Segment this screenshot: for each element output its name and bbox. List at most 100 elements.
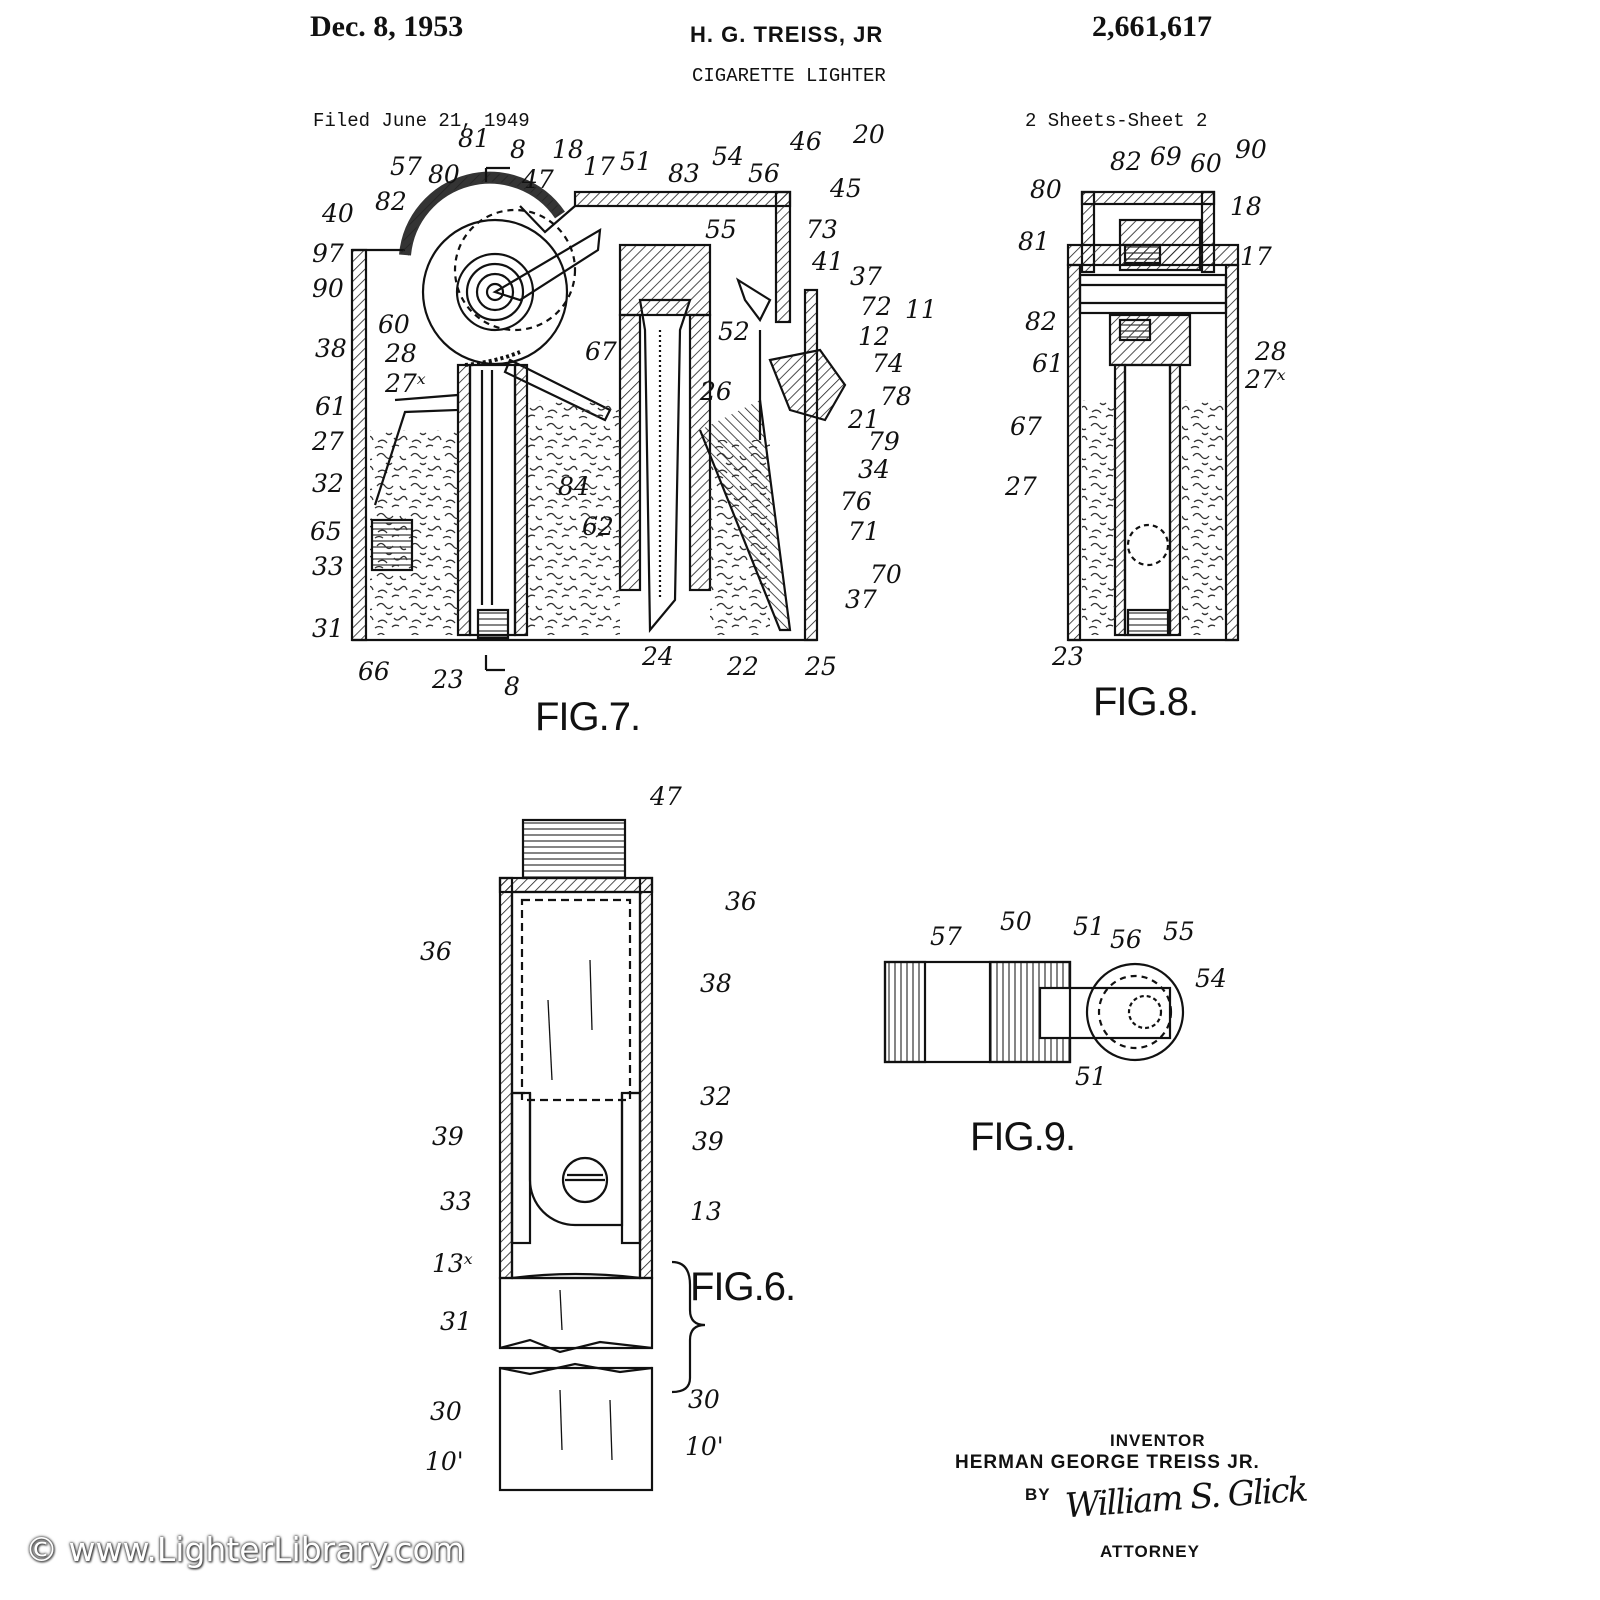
attorney-label: ATTORNEY — [1100, 1542, 1200, 1561]
ref-numeral: 28 — [384, 339, 417, 368]
ref-numeral: 30 — [688, 1385, 720, 1414]
ref-numeral: 67 — [1010, 412, 1042, 441]
ref-numeral: 71 — [848, 517, 880, 546]
ref-numeral: 56 — [748, 159, 780, 188]
ref-numeral: 56 — [1110, 925, 1142, 954]
ref-numeral: 51 — [1075, 1062, 1107, 1091]
ref-numeral: 52 — [718, 317, 750, 346]
ref-numeral: 79 — [868, 427, 900, 456]
ref-numeral: 62 — [582, 512, 614, 541]
ref-numeral: 22 — [726, 652, 759, 681]
ref-numeral: 47 — [649, 782, 682, 811]
ref-numeral: 46 — [789, 127, 822, 156]
fig7-reference-numerals: 57 81 8 18 17 51 83 54 46 20 80 47 56 45… — [310, 120, 937, 701]
ref-numeral: 32 — [312, 469, 344, 498]
ref-numeral: 54 — [1195, 964, 1227, 993]
ref-numeral: 61 — [315, 392, 347, 421]
copyright-watermark: © www.LighterLibrary.com — [25, 1530, 465, 1569]
ref-numeral: 67 — [585, 337, 617, 366]
ref-numeral: 72 — [860, 292, 892, 321]
ref-numeral: 12 — [858, 322, 890, 351]
inventor-name: HERMAN GEORGE TREISS JR. — [955, 1452, 1260, 1473]
fig7-label: FIG.7. — [535, 695, 641, 739]
ref-numeral: 36 — [420, 937, 452, 966]
ref-numeral: 57 — [930, 922, 962, 951]
sheet-count: 2 Sheets-Sheet 2 — [1025, 110, 1208, 132]
filed-date: Filed June 21, 1949 — [313, 110, 530, 132]
ref-numeral: 82 — [375, 187, 407, 216]
ref-numeral: 55 — [1163, 917, 1195, 946]
ref-numeral: 80 — [1030, 175, 1062, 204]
fig8-drawing — [1066, 190, 1240, 642]
ref-numeral: 84 — [558, 472, 590, 501]
ref-numeral: 27ˣ — [1244, 365, 1286, 394]
ref-numeral: 81 — [458, 124, 490, 153]
fig6-drawing — [498, 818, 706, 1492]
ref-numeral: 97 — [312, 239, 344, 268]
ref-numeral: 60 — [1190, 149, 1222, 178]
patent-title: CIGARETTE LIGHTER — [692, 65, 886, 87]
ref-numeral: 78 — [880, 382, 912, 411]
fig7-drawing — [350, 166, 847, 672]
ref-numeral: 57 — [390, 152, 422, 181]
patent-date: Dec. 8, 1953 — [310, 10, 464, 43]
ref-numeral: 10' — [425, 1447, 464, 1476]
ref-numeral: 23 — [431, 665, 464, 694]
ref-numeral: 37 — [845, 585, 877, 614]
ref-numeral: 83 — [668, 159, 700, 188]
inventor-short-name: H. G. TREISS, JR — [690, 22, 884, 47]
ref-numeral: 39 — [692, 1127, 724, 1156]
ref-numeral: 32 — [700, 1082, 732, 1111]
ref-numeral: 51 — [1073, 912, 1105, 941]
ref-numeral: 11 — [905, 295, 937, 324]
ref-numeral: 31 — [312, 614, 344, 643]
patent-number: 2,661,617 — [1092, 10, 1212, 43]
ref-numeral: 40 — [321, 199, 354, 228]
ref-numeral: 73 — [806, 215, 838, 244]
ref-numeral: 54 — [712, 142, 744, 171]
ref-numeral: 25 — [804, 652, 837, 681]
ref-numeral: 18 — [552, 135, 584, 164]
fig8-reference-numerals: 82 69 60 90 80 18 81 17 82 28 61 27ˣ 67 … — [1004, 135, 1287, 671]
ref-numeral: 8 — [504, 672, 520, 701]
ref-numeral: 51 — [620, 147, 652, 176]
by-label: BY — [1025, 1485, 1051, 1504]
ref-numeral: 23 — [1051, 642, 1084, 671]
ref-numeral: 61 — [1032, 349, 1064, 378]
fig8-label: FIG.8. — [1093, 680, 1199, 724]
ref-numeral: 27 — [1004, 472, 1037, 501]
ref-numeral: 26 — [699, 377, 732, 406]
ref-numeral: 38 — [700, 969, 732, 998]
fig9-label: FIG.9. — [970, 1115, 1076, 1159]
ref-numeral: 8 — [510, 135, 526, 164]
ref-numeral: 27 — [311, 427, 344, 456]
fig9-drawing — [883, 960, 1185, 1064]
ref-numeral: 69 — [1150, 142, 1182, 171]
ref-numeral: 60 — [378, 310, 410, 339]
ref-numeral: 10' — [685, 1432, 724, 1461]
ref-numeral: 17 — [583, 152, 615, 181]
ref-numeral: 37 — [850, 262, 882, 291]
inventor-label: INVENTOR — [1110, 1431, 1206, 1450]
ref-numeral: 17 — [1240, 242, 1272, 271]
ref-numeral: 28 — [1254, 337, 1287, 366]
fig6-reference-numerals: 47 36 36 38 32 39 39 33 13 13ˣ 31 30 30 … — [420, 782, 757, 1476]
ref-numeral: 82 — [1025, 307, 1057, 336]
ref-numeral: 21 — [847, 405, 880, 434]
ref-numeral: 36 — [725, 887, 757, 916]
fig6-label: FIG.6. — [690, 1265, 796, 1309]
ref-numeral: 13 — [690, 1197, 722, 1226]
ref-numeral: 20 — [852, 120, 885, 149]
ref-numeral: 55 — [705, 215, 737, 244]
ref-numeral: 33 — [312, 552, 344, 581]
ref-numeral: 82 — [1110, 147, 1142, 176]
ref-numeral: 76 — [840, 487, 872, 516]
ref-numeral: 38 — [315, 334, 347, 363]
ref-numeral: 34 — [858, 455, 890, 484]
ref-numeral: 39 — [432, 1122, 464, 1151]
ref-numeral: 33 — [440, 1187, 472, 1216]
ref-numeral: 70 — [870, 560, 902, 589]
ref-numeral: 30 — [430, 1397, 462, 1426]
ref-numeral: 90 — [312, 274, 344, 303]
ref-numeral: 65 — [310, 517, 342, 546]
